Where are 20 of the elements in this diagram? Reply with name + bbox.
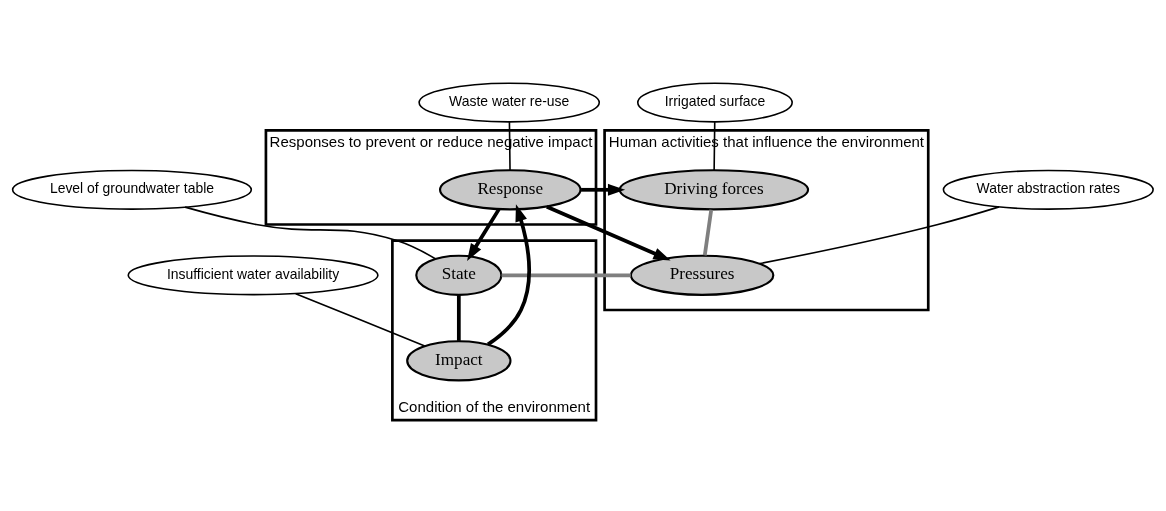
- connector: [702, 209, 714, 256]
- node-ellipse: Irrigated surface: [637, 82, 793, 123]
- node-ellipse: Insufficient water availability: [127, 254, 379, 295]
- arrow: [486, 203, 531, 346]
- arrow: [581, 183, 626, 196]
- arrow: [546, 204, 671, 261]
- connector: [758, 205, 1000, 264]
- connector: [184, 205, 437, 259]
- node-ellipse: Waste water re-use: [418, 82, 601, 123]
- arrow: [467, 207, 501, 261]
- node-ellipse: Level of groundwater table: [11, 169, 253, 210]
- connector: [456, 294, 461, 341]
- node-ellipse: Driving forces: [618, 168, 810, 210]
- node-ellipse: Pressures: [629, 254, 775, 296]
- node-ellipse: Response: [439, 168, 582, 210]
- node-ellipse: Water abstraction rates: [942, 169, 1154, 210]
- connector: [501, 272, 631, 277]
- node-ellipse: State: [415, 254, 503, 296]
- node-ellipse: Impact: [406, 339, 512, 381]
- connector: [294, 292, 426, 347]
